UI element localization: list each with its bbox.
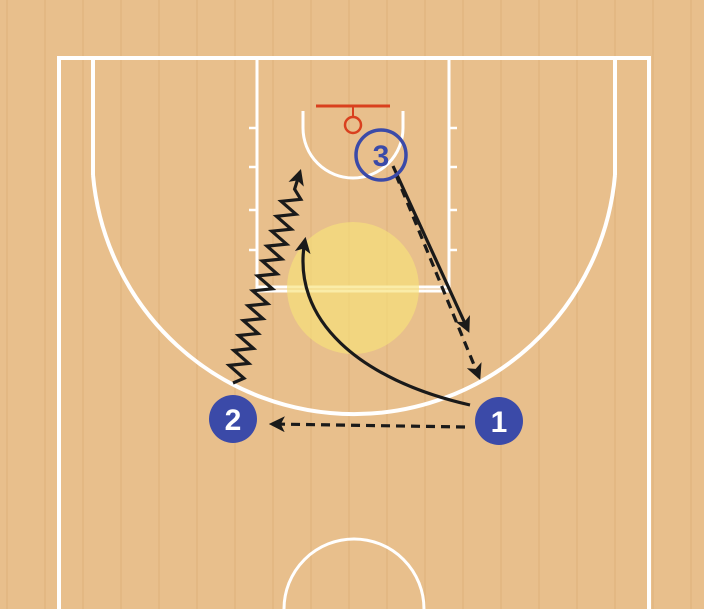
grain-stripe: [652, 0, 654, 609]
pass-arrow-1-to-2: [268, 416, 466, 433]
player-1-circle: [475, 397, 523, 445]
grain-stripe: [462, 0, 464, 609]
cut-arrow-1: [294, 236, 471, 407]
pass-arrow-3-to-1: [394, 174, 482, 380]
grain-stripe: [576, 0, 578, 609]
grain-stripe: [44, 0, 46, 609]
restricted-area-arc: [301, 111, 405, 180]
grain-stripe: [538, 0, 540, 609]
grain-stripe: [82, 0, 84, 609]
player-3-circle: [354, 128, 408, 182]
grain-stripe: [272, 0, 274, 609]
player-3-label: 3: [373, 140, 390, 173]
play-actions: [225, 165, 482, 433]
player-2-marker[interactable]: 2: [209, 395, 257, 443]
player-2-circle: [209, 395, 257, 443]
grain-stripe: [500, 0, 502, 609]
grain-stripe: [690, 0, 692, 609]
center-circle: [282, 537, 426, 609]
court-lines: [57, 56, 651, 609]
lane-hash-marks: [249, 126, 457, 252]
grain-stripe: [614, 0, 616, 609]
grain-stripe: [120, 0, 122, 609]
grain-stripe: [196, 0, 198, 609]
player-2-label: 2: [225, 404, 242, 437]
grain-stripe: [6, 0, 8, 609]
three-point-arc: [91, 174, 617, 417]
dribble-arrow-2: [225, 168, 304, 385]
player-1-label: 1: [491, 406, 508, 439]
grain-stripe: [158, 0, 160, 609]
player-3-marker[interactable]: 3: [354, 128, 408, 182]
grain-stripe: [234, 0, 236, 609]
cut-arrow-3: [391, 165, 470, 333]
grain-stripe: [424, 0, 426, 609]
rim: [343, 115, 363, 135]
player-1-marker[interactable]: 1: [475, 397, 523, 445]
